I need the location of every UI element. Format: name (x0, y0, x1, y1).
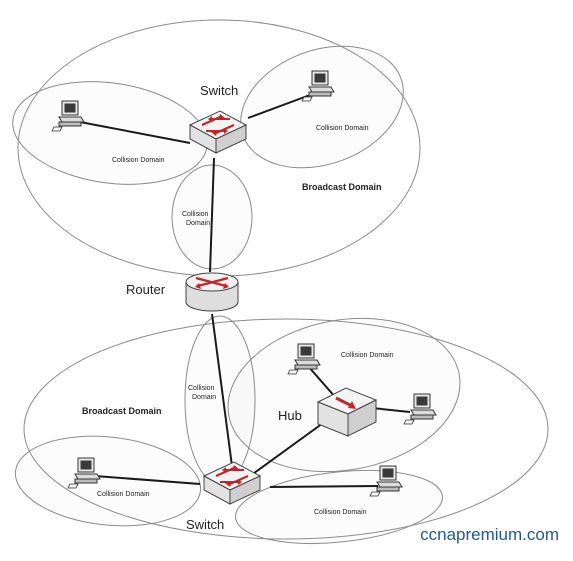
collision-domain-hub-label: Collision Domain (341, 352, 394, 359)
collision-domain-top-right (240, 45, 404, 169)
collision-top-vertical-line1: Collision (182, 211, 209, 218)
link-switch-router (209, 157, 215, 273)
collision-domain-top-right-label: Collision Domain (316, 125, 369, 132)
broadcast-domain-bottom-label: Broadcast Domain (82, 406, 162, 416)
collision-domain-top-left-label: Collision Domain (112, 157, 165, 164)
link-router-switch (211, 313, 233, 467)
switch-bottom-label: Switch (186, 517, 224, 532)
watermark-text: ccnapremium.com (420, 525, 559, 544)
router-icon (185, 272, 239, 312)
link-switch-hub (249, 417, 331, 477)
collision-domain-top-left (12, 81, 208, 185)
collision-domain-bottom-left (14, 435, 202, 527)
collision-domain-bottom-right-label: Collision Domain (314, 509, 367, 516)
link-pc5-switch (94, 475, 201, 485)
link-pc6-switch (269, 485, 379, 488)
collision-bottom-vertical-line2: Domain (192, 394, 216, 401)
switch-top-label: Switch (200, 83, 238, 98)
collision-domain-bottom-left-label: Collision Domain (97, 491, 150, 498)
link-pc3-hub (307, 365, 337, 399)
router-label: Router (126, 282, 166, 297)
hub-icon (316, 387, 378, 437)
collision-top-vertical-line2: Domain (186, 220, 210, 227)
link-pc2-switch (247, 91, 319, 119)
link-pc1-switch (79, 121, 191, 144)
collision-bottom-vertical-line1: Collision (188, 385, 215, 392)
broadcast-domain-bottom (23, 318, 549, 540)
broadcast-domain-top-label: Broadcast Domain (302, 182, 382, 192)
hub-label: Hub (278, 408, 302, 423)
link-pc4-hub (371, 407, 411, 413)
